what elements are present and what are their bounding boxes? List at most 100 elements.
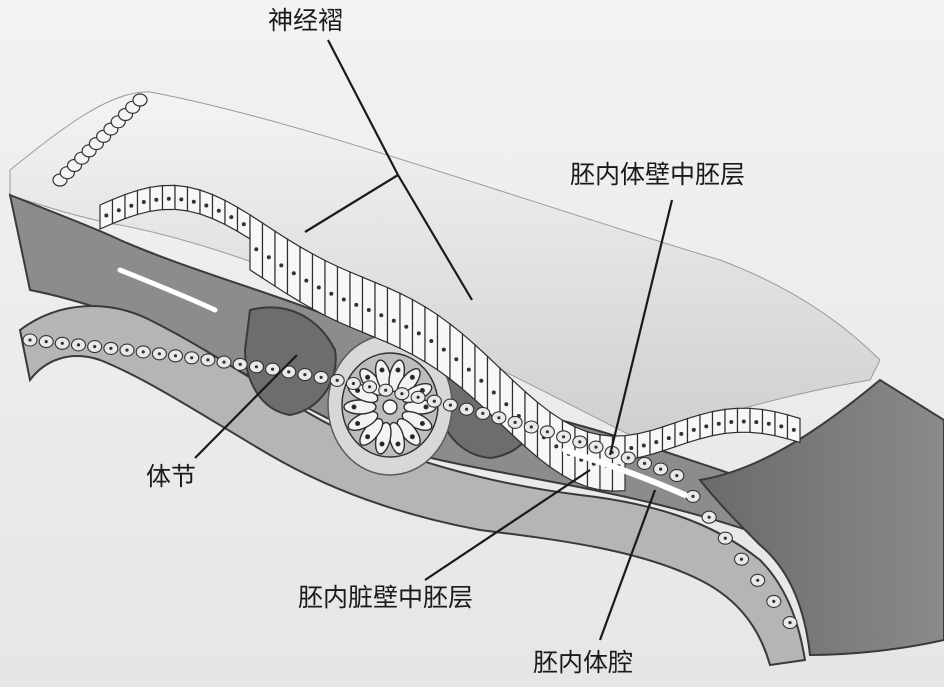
cell-nucleus (641, 443, 646, 448)
cell-nucleus (379, 313, 384, 318)
rosette-nucleus (409, 434, 415, 440)
cell-nucleus (335, 378, 339, 382)
cell-nucleus (432, 399, 436, 403)
cell-nucleus (691, 427, 696, 432)
right-tissue-block (698, 378, 944, 657)
cell-nucleus (729, 420, 734, 424)
columnar-cell (611, 435, 626, 492)
cell-nucleus (594, 445, 598, 449)
cell-nucleus (675, 474, 679, 478)
cell-nucleus (316, 285, 321, 290)
columnar-cell (549, 410, 564, 477)
columnar-cell (336, 265, 351, 328)
columnar-cell (261, 221, 276, 288)
cell-nucleus (141, 200, 146, 204)
cell-nucleus (723, 536, 727, 540)
cell-nucleus (756, 578, 760, 582)
rosette-nucleus (395, 441, 401, 447)
cell-nucleus (368, 385, 372, 389)
cell-nucleus (545, 430, 550, 434)
cell-nucleus (666, 436, 671, 441)
cell-nucleus (222, 360, 226, 364)
cell-nucleus (679, 431, 684, 436)
rosette-nucleus (365, 434, 371, 440)
coelom-slit-left (117, 267, 218, 313)
cell-nucleus (238, 362, 242, 366)
columnar-cell (511, 378, 526, 448)
endoderm-beads (22, 333, 798, 630)
cell-nucleus (229, 215, 234, 220)
rosette-nucleus (379, 367, 385, 373)
ectoderm-beads-left (52, 93, 148, 187)
cell-nucleus (109, 346, 113, 350)
label-neural-fold: 神经褶 (268, 6, 344, 35)
cell-nucleus (400, 392, 404, 396)
cell-nucleus (578, 440, 582, 444)
cell-nucleus (60, 341, 64, 345)
cell-nucleus (157, 352, 161, 356)
cell-nucleus (766, 421, 771, 426)
cell-nucleus (303, 373, 307, 377)
cell-nucleus (76, 343, 81, 347)
cell-nucleus (206, 358, 210, 362)
cell-nucleus (304, 278, 309, 283)
cell-nucleus (271, 367, 275, 371)
cell-nucleus (391, 318, 396, 323)
cell-nucleus (659, 467, 663, 471)
columnar-cell (311, 252, 326, 317)
columnar-cell (286, 238, 301, 303)
cell-nucleus (254, 247, 259, 252)
coelom-slit-right (562, 447, 688, 498)
columnar-cell (324, 259, 339, 323)
cell-nucleus (629, 446, 634, 450)
cell-nucleus (716, 421, 721, 426)
cell-nucleus (416, 395, 420, 399)
cell-nucleus (691, 494, 695, 498)
cell-nucleus (141, 350, 145, 354)
rosette-nucleus (379, 441, 385, 447)
cell-nucleus (241, 222, 246, 227)
label-somite: 体节 (146, 462, 197, 491)
cell-nucleus (529, 425, 533, 429)
cell-nucleus (384, 388, 388, 392)
cell-nucleus (44, 340, 48, 344)
cell-nucleus (354, 302, 359, 307)
cell-nucleus (654, 440, 659, 445)
rosette-nucleus (409, 374, 415, 380)
columnar-cell (461, 332, 476, 402)
columnar-cell (274, 230, 289, 296)
label-splanchnic-mesoderm: 胚内脏壁中胚层 (298, 583, 474, 612)
cell-nucleus (707, 515, 711, 519)
cell-nucleus (497, 416, 501, 420)
cell-nucleus (788, 621, 792, 625)
cell-nucleus (329, 291, 334, 296)
rosette-nucleus (419, 421, 425, 427)
rosette-nucleus (365, 374, 371, 380)
cell-nucleus (116, 208, 121, 213)
cell-nucleus (481, 411, 485, 415)
cell-nucleus (454, 357, 459, 362)
cell-nucleus (466, 367, 471, 372)
cell-nucleus (479, 378, 484, 383)
columnar-cell (374, 281, 389, 344)
leader-lines (194, 39, 674, 641)
cell-nucleus (216, 208, 221, 213)
columnar-cell (361, 276, 376, 339)
rosette-nucleus (351, 404, 357, 410)
cell-nucleus (429, 339, 434, 343)
cell-nucleus (441, 347, 446, 352)
cell-nucleus (626, 456, 630, 460)
cell-nucleus (125, 348, 129, 352)
columnar-cell (424, 305, 439, 371)
columnar-cell (299, 245, 314, 310)
ectoderm-top-surface (9, 91, 881, 441)
cuboidal-cell (132, 93, 148, 107)
cell-nucleus (351, 381, 355, 386)
label-somatic-mesoderm: 胚内体壁中胚层 (570, 160, 746, 189)
cell-nucleus (554, 444, 559, 449)
cell-nucleus (319, 375, 323, 379)
cell-nucleus (279, 263, 284, 268)
neural-tube-rosette (341, 352, 439, 458)
